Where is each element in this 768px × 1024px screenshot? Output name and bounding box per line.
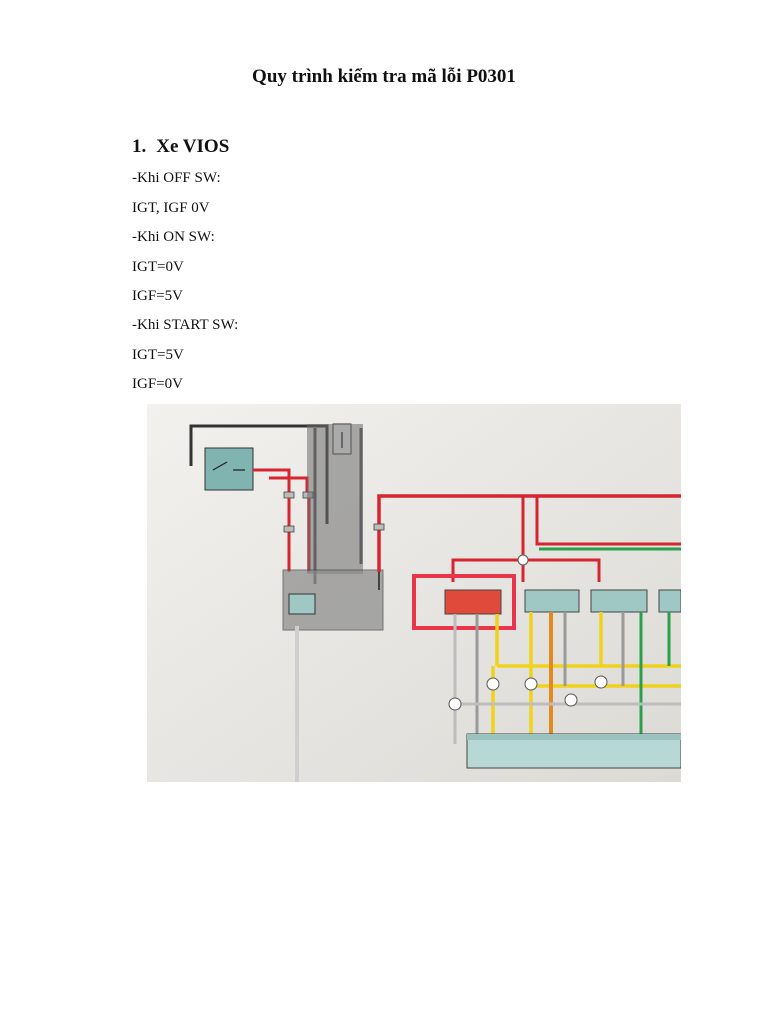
text-line-3: -Khi ON SW: <box>132 229 215 245</box>
section-number: 1. <box>132 136 147 157</box>
wiring-diagram-photo <box>147 404 681 782</box>
section-heading: 1. Xe VIOS <box>132 136 229 158</box>
text-line-2: IGT, IGF 0V <box>132 200 210 216</box>
document-title: Quy trình kiểm tra mã lỗi P0301 <box>252 66 516 87</box>
text-line-1: -Khi OFF SW: <box>132 170 221 186</box>
text-line-5: IGF=5V <box>132 288 183 304</box>
text-line-4: IGT=0V <box>132 259 184 275</box>
text-line-6: -Khi START SW: <box>132 317 239 333</box>
text-line-7: IGT=5V <box>132 347 184 363</box>
section-title: Xe VIOS <box>156 136 230 157</box>
text-line-8: IGF=0V <box>132 376 183 392</box>
